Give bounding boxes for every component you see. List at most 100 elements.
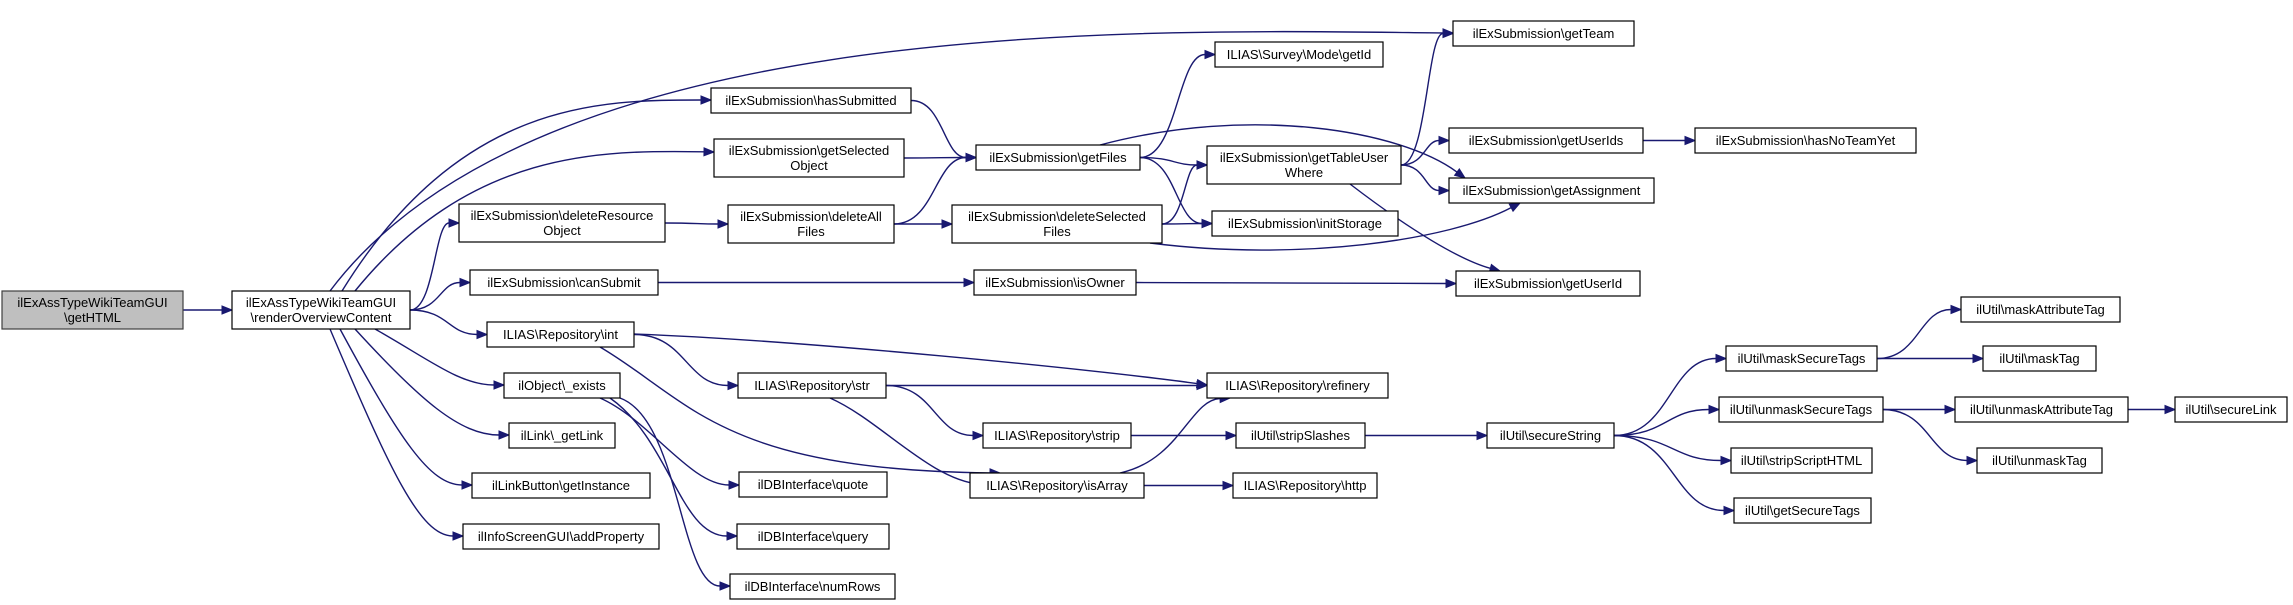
node-box (1976, 447, 2103, 474)
edge-unmaskAttributeTag-to-secureLink (2127, 404, 2177, 415)
edge-render-to-hasSubmitted (341, 95, 713, 292)
node-label: \renderOverviewContent (251, 310, 392, 325)
edge-arrowhead (1476, 430, 1489, 441)
node-label: ilExAssTypeWikiTeamGUI (17, 295, 167, 310)
node-numRows[interactable]: ilDBInterface\numRows (729, 573, 896, 600)
node-box (951, 204, 1163, 244)
node-maskTag[interactable]: ilUtil\maskTag (1982, 345, 2097, 372)
node-label: ilExSubmission\hasNoTeamYet (1716, 133, 1896, 148)
node-unmaskAttributeTag[interactable]: ilUtil\unmaskAttributeTag (1954, 396, 2129, 423)
node-dbQuery[interactable]: ilDBInterface\query (736, 523, 890, 550)
node-repoInt[interactable]: ILIAS\Repository\int (486, 321, 635, 348)
node-getAssignment[interactable]: ilExSubmission\getAssignment (1448, 177, 1655, 204)
edge-line (633, 333, 729, 387)
edge-render-to-getLink (354, 328, 511, 440)
node-label: ilExSubmission\getUserIds (1469, 133, 1624, 148)
node-label: ILIAS\Repository\isArray (986, 478, 1128, 493)
edge-line (1400, 32, 1444, 166)
edge-line (1400, 164, 1440, 192)
node-box (710, 87, 912, 114)
node-dbQuote[interactable]: ilDBInterface\quote (738, 471, 888, 498)
node-repoIsArray[interactable]: ILIAS\Repository\isArray (969, 472, 1145, 499)
node-box (2174, 396, 2288, 423)
node-maskAttributeTag[interactable]: ilUtil\maskAttributeTag (1960, 296, 2121, 323)
node-maskSecureTags[interactable]: ilUtil\maskSecureTags (1725, 345, 1878, 372)
edge-arrowhead (1445, 278, 1458, 289)
edge-arrowhead (448, 218, 461, 228)
node-repoHttp[interactable]: ILIAS\Repository\http (1232, 472, 1378, 499)
node-root[interactable]: ilExAssTypeWikiTeamGUI\getHTML (1, 290, 184, 330)
node-box (1954, 396, 2129, 423)
node-render[interactable]: ilExAssTypeWikiTeamGUI\renderOverviewCon… (231, 290, 411, 330)
node-hasNoTeamYet[interactable]: ilExSubmission\hasNoTeamYet (1694, 127, 1917, 154)
node-repoStrip[interactable]: ILIAS\Repository\strip (982, 422, 1132, 449)
node-repoStr[interactable]: ILIAS\Repository\str (737, 372, 887, 399)
node-box (458, 203, 666, 243)
node-stripSlashes[interactable]: ilUtil\stripSlashes (1235, 422, 1366, 449)
node-box (1694, 127, 1917, 154)
edge-arrowhead (727, 380, 740, 391)
edge-isOwner-to-getUserId (1135, 278, 1458, 289)
node-getLink[interactable]: ilLink\_getLink (508, 422, 616, 449)
node-label: ILIAS\Survey\Mode\getId (1227, 47, 1372, 62)
node-label: Files (797, 224, 825, 239)
node-refinery[interactable]: ILIAS\Repository\refinery (1206, 372, 1389, 399)
edge-arrowhead (1715, 353, 1728, 364)
node-label: ilUtil\secureString (1500, 428, 1601, 443)
node-box (969, 472, 1145, 499)
node-label: ilUtil\unmaskTag (1992, 453, 2087, 468)
node-canSubmit[interactable]: ilExSubmission\canSubmit (469, 269, 659, 296)
node-getTeam[interactable]: ilExSubmission\getTeam (1452, 20, 1635, 47)
edge-render-to-canSubmit (409, 277, 472, 311)
node-box (1730, 447, 1873, 474)
edge-arrowhead (719, 581, 732, 591)
edge-arrowhead (1438, 135, 1451, 146)
edge-arrowhead (941, 219, 954, 229)
edge-arrowhead (1196, 160, 1209, 170)
node-box (231, 290, 411, 330)
node-label: ilExSubmission\isOwner (985, 275, 1125, 290)
node-getUserId[interactable]: ilExSubmission\getUserId (1455, 270, 1641, 297)
node-secureString[interactable]: ilUtil\secureString (1486, 422, 1615, 449)
node-surveyGetId[interactable]: ILIAS\Survey\Mode\getId (1214, 41, 1384, 68)
node-box (1206, 145, 1402, 185)
edge-arrowhead (1442, 28, 1455, 39)
node-box (1455, 270, 1641, 297)
edge-repoIsArray-to-refinery (1119, 393, 1232, 474)
node-box (503, 372, 621, 399)
node-linkButton[interactable]: ilLinkButton\getInstance (471, 472, 651, 499)
nodes-layer: ilExAssTypeWikiTeamGUI\getHTMLilExAssTyp… (1, 20, 2288, 600)
edge-arrowhead (1723, 505, 1736, 516)
edge-line (339, 328, 463, 486)
node-isOwner[interactable]: ilExSubmission\isOwner (973, 269, 1137, 296)
node-unmaskSecureTags[interactable]: ilUtil\unmaskSecureTags (1718, 396, 1884, 423)
node-box (471, 472, 651, 499)
edge-arrowhead (493, 380, 506, 390)
node-addProperty[interactable]: ilInfoScreenGUI\addProperty (462, 523, 660, 550)
node-unmaskTag[interactable]: ilUtil\unmaskTag (1976, 447, 2103, 474)
node-initStorage[interactable]: ilExSubmission\initStorage (1211, 210, 1399, 237)
edge-line (633, 333, 1198, 385)
edge-repoStr-to-repoStrip (885, 384, 985, 441)
edge-stripSlashes-to-secureString (1364, 430, 1489, 441)
node-getSecureTags[interactable]: ilUtil\getSecureTags (1733, 497, 1872, 524)
node-getFiles[interactable]: ilExSubmission\getFiles (975, 144, 1141, 171)
node-label: ilExSubmission\getUserId (1474, 276, 1622, 291)
edge-hasSubmitted-to-getFiles (910, 99, 978, 163)
node-objectExists[interactable]: ilObject\_exists (503, 372, 621, 399)
edge-line (1139, 156, 1203, 225)
node-getUserIds[interactable]: ilExSubmission\getUserIds (1448, 127, 1644, 154)
edge-line (1149, 207, 1512, 251)
node-label: ilObject\_exists (518, 378, 606, 393)
node-hasSubmitted[interactable]: ilExSubmission\hasSubmitted (710, 87, 912, 114)
node-label: ilDBInterface\numRows (745, 579, 881, 594)
edge-secureString-to-maskSecureTags (1613, 353, 1728, 437)
node-secureLink[interactable]: ilUtil\secureLink (2174, 396, 2288, 423)
edge-arrowhead (1684, 135, 1697, 146)
node-stripScriptHTML[interactable]: ilUtil\stripScriptHTML (1730, 447, 1873, 474)
